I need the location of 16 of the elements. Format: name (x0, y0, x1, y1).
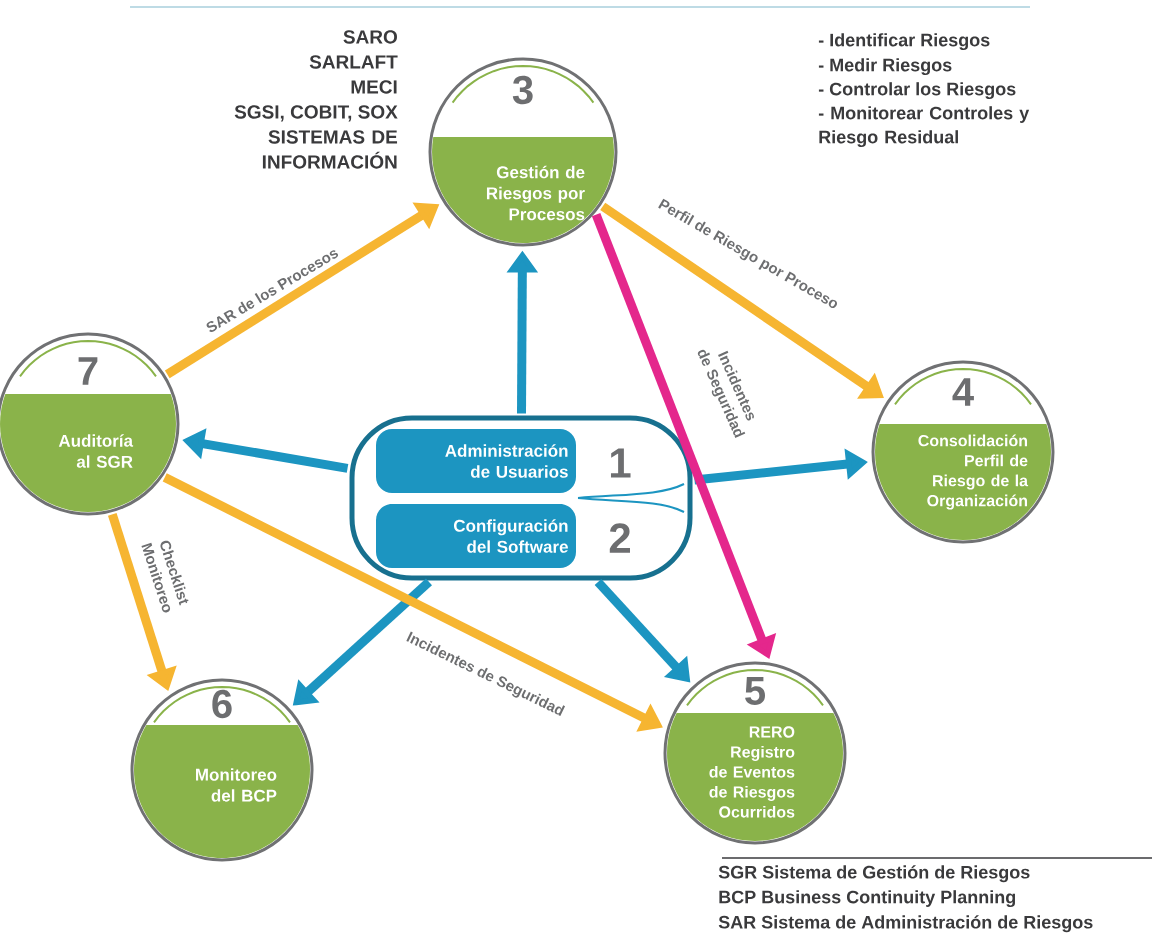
annotation-text: SGR Sistema de Gestión de Riesgos (718, 865, 1030, 883)
annotation-text: SAR Sistema de Administración de Riesgos (718, 915, 1093, 933)
annotation-text: SARO (343, 30, 397, 44)
annotation-text: SGSI, COBIT, SOX (234, 105, 398, 122)
annotation-text: BCP Business Continuity Planning (719, 890, 1015, 908)
node-label: 2 (609, 523, 630, 553)
annotation-text: - Controlar los Riesgos (818, 82, 1016, 100)
section-box: Administración de Usuarios 1 (376, 429, 631, 493)
annotation-text: - Identificar Riesgos (818, 33, 990, 51)
annotation-text: - Medir Riesgos (818, 58, 952, 76)
annotation-text: - Monitorear Controles y Riesgo Residual (818, 106, 1030, 148)
node-label: 1 (610, 448, 631, 478)
annotation-text: MECI (351, 80, 397, 94)
annotation-text: SISTEMAS DE INFORMACIÓN (262, 130, 398, 169)
annotation-text: SARLAFT (309, 55, 398, 69)
section-box: Configuración del Software 2 (376, 504, 630, 568)
